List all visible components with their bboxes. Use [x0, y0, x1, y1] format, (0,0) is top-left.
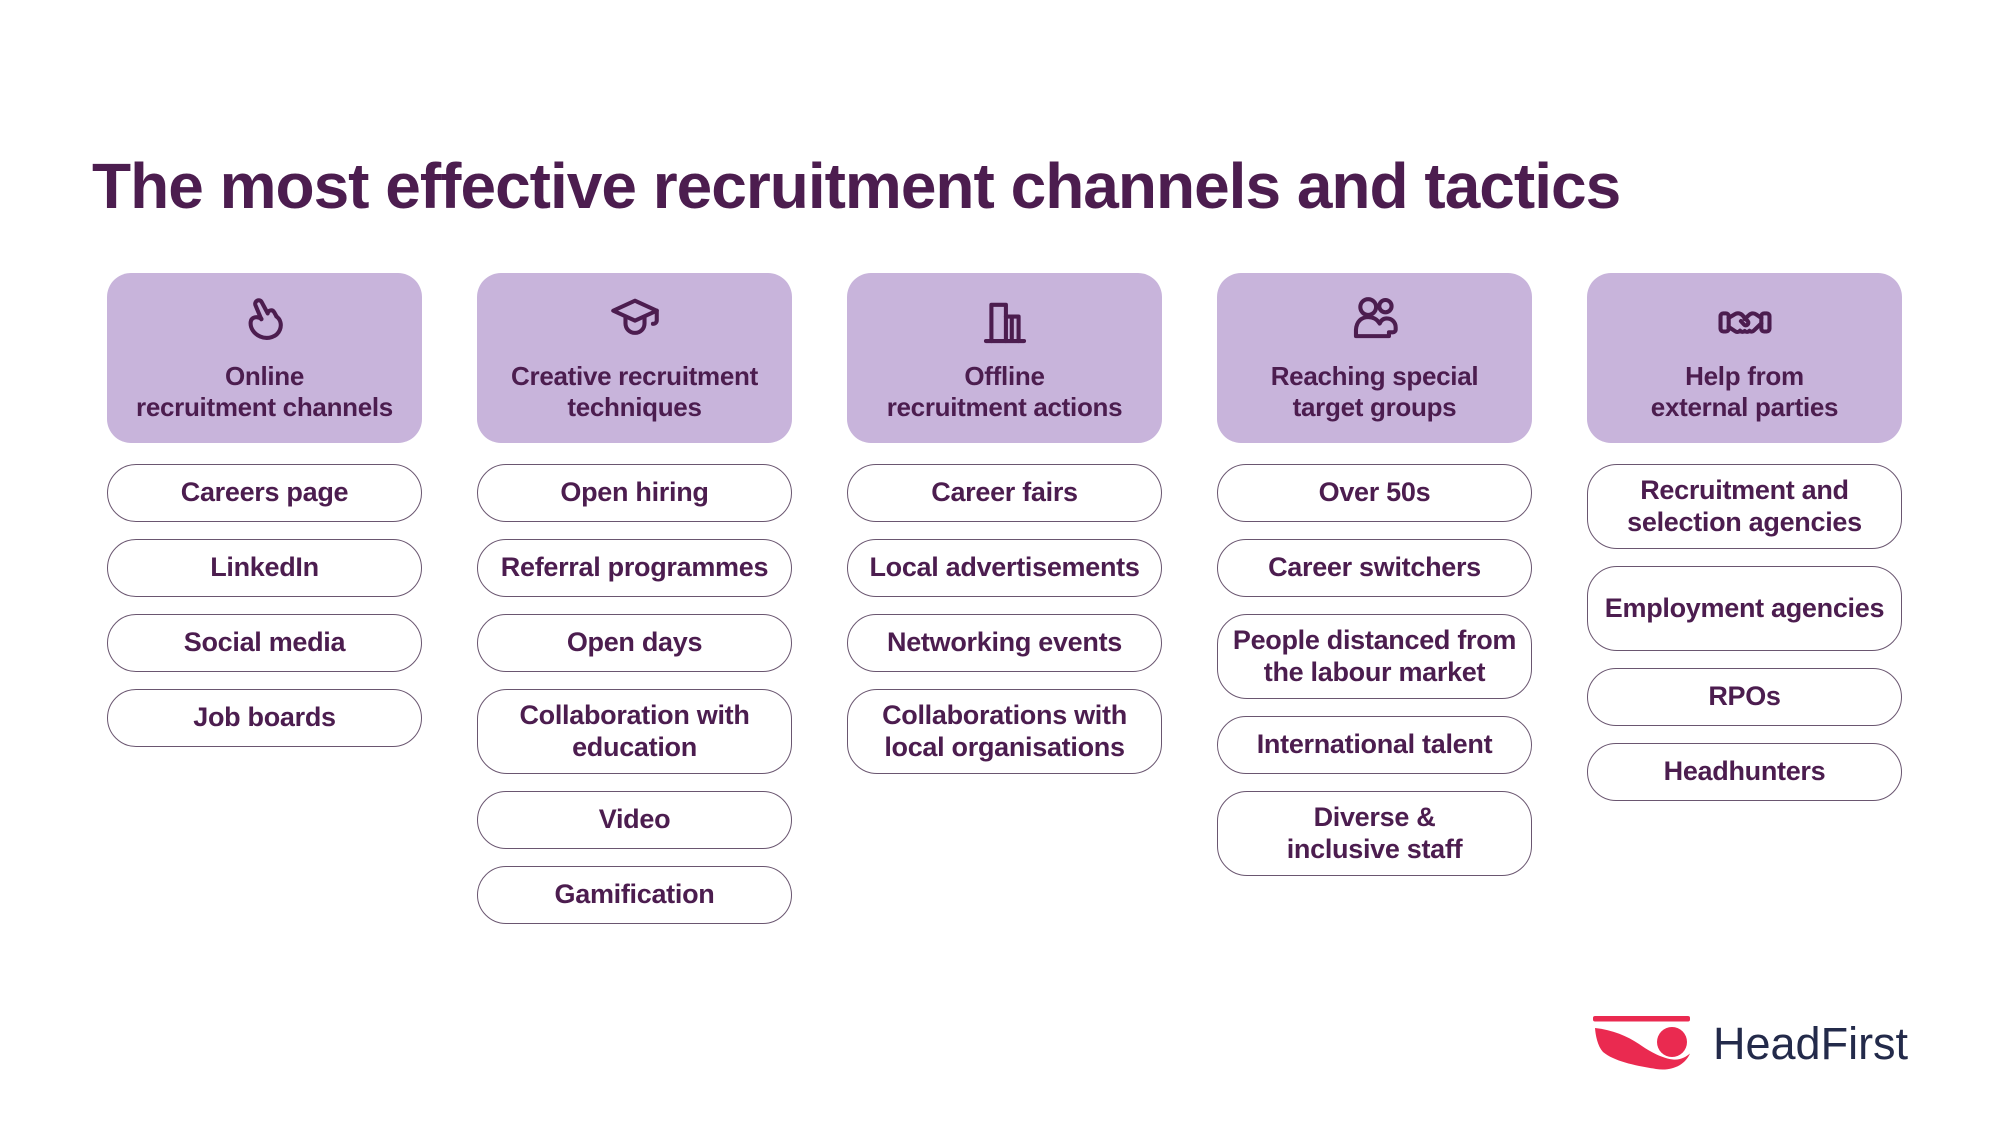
column-header-online: Online recruitment channels [107, 273, 422, 443]
column-title: Reaching special target groups [1270, 360, 1479, 422]
columns-container: Online recruitment channels Careers page… [107, 273, 1902, 924]
pill-list: Careers page LinkedIn Social media Job b… [107, 464, 422, 747]
headfirst-logo-mark-icon [1593, 1016, 1690, 1072]
pill-gamification: Gamification [477, 866, 792, 924]
pill-open-hiring: Open hiring [477, 464, 792, 522]
pill-referral-programmes: Referral programmes [477, 539, 792, 597]
pill-career-fairs: Career fairs [847, 464, 1162, 522]
pill-video: Video [477, 791, 792, 849]
pill-employment-agencies: Employment agencies [1587, 566, 1902, 651]
column-creative-recruitment-techniques: Creative recruitment techniques Open hir… [477, 273, 792, 924]
pill-local-advertisements: Local advertisements [847, 539, 1162, 597]
handshake-icon [1716, 293, 1774, 351]
pill-careers-page: Careers page [107, 464, 422, 522]
pill-linkedin: LinkedIn [107, 539, 422, 597]
pill-networking-events: Networking events [847, 614, 1162, 672]
column-header-external: Help from external parties [1587, 273, 1902, 443]
buildings-icon [976, 293, 1034, 351]
column-title: Help from external parties [1650, 360, 1839, 422]
pill-list: Open hiring Referral programmes Open day… [477, 464, 792, 924]
pill-collaborations-local-organisations: Collaborations with local organisations [847, 689, 1162, 774]
column-title: Online recruitment channels [136, 360, 393, 422]
pill-list: Over 50s Career switchers People distanc… [1217, 464, 1532, 876]
pill-list: Career fairs Local advertisements Networ… [847, 464, 1162, 774]
column-header-offline: Offline recruitment actions [847, 273, 1162, 443]
pill-diverse-inclusive-staff: Diverse & inclusive staff [1217, 791, 1532, 876]
column-online-recruitment-channels: Online recruitment channels Careers page… [107, 273, 422, 924]
column-help-from-external-parties: Help from external parties Recruitment a… [1587, 273, 1902, 924]
column-header-creative: Creative recruitment techniques [477, 273, 792, 443]
pill-rpos: RPOs [1587, 668, 1902, 726]
column-title: Creative recruitment techniques [511, 360, 758, 422]
column-header-target-groups: Reaching special target groups [1217, 273, 1532, 443]
pill-headhunters: Headhunters [1587, 743, 1902, 801]
pill-list: Recruitment and selection agencies Emplo… [1587, 464, 1902, 801]
column-reaching-special-target-groups: Reaching special target groups Over 50s … [1217, 273, 1532, 924]
people-icon [1346, 293, 1404, 351]
pill-collaboration-with-education: Collaboration with education [477, 689, 792, 774]
page-title: The most effective recruitment channels … [92, 149, 1621, 222]
pill-international-talent: International talent [1217, 716, 1532, 774]
graduation-cap-icon [606, 293, 664, 351]
headfirst-logo: HeadFirst [1593, 1016, 1908, 1072]
pill-career-switchers: Career switchers [1217, 539, 1532, 597]
pill-recruitment-selection-agencies: Recruitment and selection agencies [1587, 464, 1902, 549]
pill-open-days: Open days [477, 614, 792, 672]
pill-job-boards: Job boards [107, 689, 422, 747]
pointer-hand-icon [236, 293, 294, 351]
column-title: Offline recruitment actions [886, 360, 1123, 422]
pill-social-media: Social media [107, 614, 422, 672]
pill-over-50s: Over 50s [1217, 464, 1532, 522]
pill-people-distanced-labour-market: People distanced from the labour market [1217, 614, 1532, 699]
headfirst-logo-text: HeadFirst [1713, 1018, 1909, 1069]
column-offline-recruitment-actions: Offline recruitment actions Career fairs… [847, 273, 1162, 924]
